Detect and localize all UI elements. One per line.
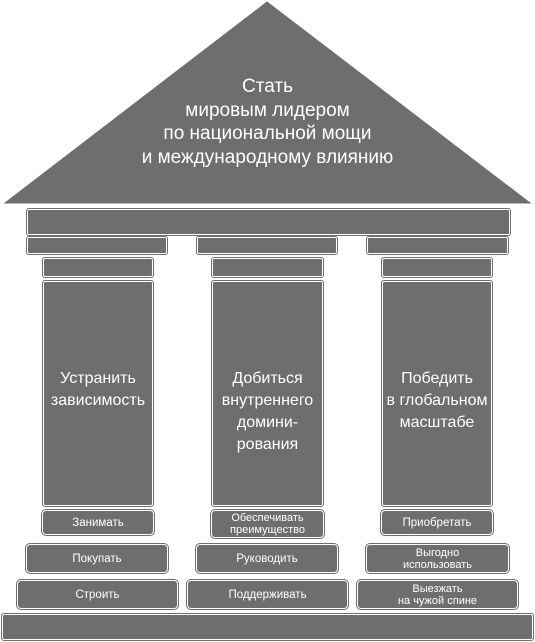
pillar-3-step-1: Приобретать: [382, 511, 492, 534]
pillar-line: Победить: [401, 370, 473, 387]
step-label: Выгодно: [415, 546, 460, 559]
step-label: Выезжать: [412, 582, 463, 595]
pillar-line: внутреннего: [221, 392, 314, 409]
pillar-line: Устранить: [60, 370, 136, 387]
pillar-2-step-2: Руководить: [197, 545, 337, 572]
pillar-2-shaft: [211, 280, 324, 507]
step-label: Приобретать: [402, 516, 472, 529]
roof-line: и международному влиянию: [141, 146, 394, 168]
roof-triangle: [3, 1, 532, 204]
pillar-3-step-3: Выезжать на чужой спине: [358, 581, 517, 608]
step-label: преимущество: [230, 524, 305, 536]
pillar-2-capital: [196, 236, 338, 255]
pillar-line: рования: [236, 436, 299, 453]
pillar-3-step-2: Выгодно использовать: [367, 545, 508, 572]
step-label: Руководить: [236, 552, 298, 565]
roof: [3, 1, 532, 204]
step-label: Занимать: [72, 516, 124, 529]
pillar-3-neck: [381, 257, 493, 278]
pillar-line: домини-: [236, 414, 299, 431]
pillar-line: зависимость: [50, 392, 146, 409]
step-label: Покупать: [72, 552, 122, 565]
step-label: на чужой спине: [397, 594, 478, 607]
step-label: Поддерживать: [228, 588, 307, 601]
pillar-1-step-1: Занимать: [43, 511, 153, 534]
pillar-3-shaft: [381, 280, 493, 507]
pillar-line: в глобальном: [386, 392, 488, 409]
base-platform: [1, 613, 534, 641]
step-label: Строить: [75, 588, 120, 601]
pillar-1-step-3: Строить: [18, 581, 177, 608]
pillar-1-capital: [26, 236, 168, 255]
pillar-1-step-2: Покупать: [27, 545, 167, 572]
roof-line: по национальной мощи: [163, 123, 372, 144]
entablature-beam: [26, 208, 511, 236]
roof-title: Стать мировым лидером по национальной мо…: [60, 75, 475, 169]
roof-line: мировым лидером: [185, 99, 350, 121]
pillar-1-title: Устранить зависимость: [43, 368, 153, 412]
pillar-1-shaft: [42, 280, 154, 507]
pillar-3-title: Победить в глобальном масштабе: [382, 368, 492, 434]
pillar-line: Добиться: [232, 370, 303, 387]
step-label: использовать: [402, 558, 473, 571]
pillar-2-title: Добиться внутреннего домини- рования: [212, 368, 323, 456]
pillar-2-step-1: Обеспечивать преимущество: [212, 511, 323, 537]
step-label: Обеспечивать: [231, 512, 304, 524]
pillar-1-neck: [42, 257, 154, 278]
pillar-line: масштабе: [399, 414, 475, 431]
pillar-2-neck: [211, 257, 324, 278]
roof-line: Стать: [242, 76, 293, 97]
pillar-2-step-3: Поддерживать: [188, 581, 347, 608]
pillar-3-capital: [366, 236, 509, 255]
